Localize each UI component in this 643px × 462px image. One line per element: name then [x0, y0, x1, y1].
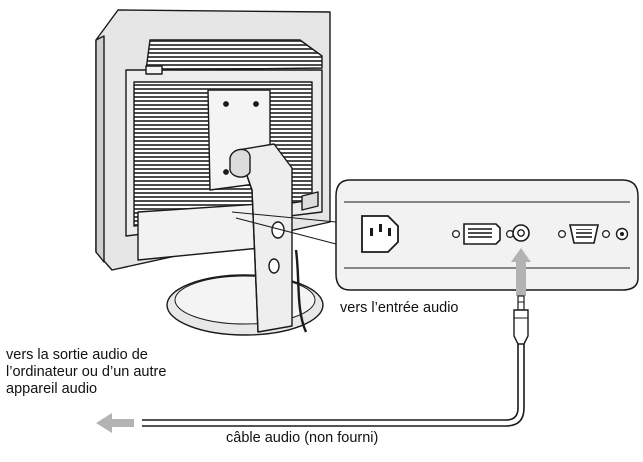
- stand-cable: [294, 249, 308, 333]
- connector-panel: [335, 179, 639, 291]
- audio-input-caption: vers l’entrée audio: [340, 300, 459, 316]
- label-plate: [145, 65, 163, 75]
- ac-power-inlet-icon: [361, 215, 399, 253]
- round-port-icon: [615, 227, 629, 241]
- callout-lines: [231, 211, 337, 245]
- audio-source-caption: vers la sortie audio de l’ordinateur ou …: [6, 347, 166, 398]
- top-vent: [145, 39, 323, 71]
- audio-source-line-3: appareil audio: [6, 381, 98, 397]
- audio-jack-icon: [512, 224, 530, 242]
- audio-source-line-2: l’ordinateur ou d’un autre: [6, 364, 167, 380]
- monitor-rear-view: [95, 9, 331, 336]
- dvi-port-icon: [452, 223, 515, 245]
- arrow-left-icon: [96, 413, 134, 433]
- arrow-up-icon: [511, 248, 531, 296]
- audio-cable: [142, 295, 529, 427]
- hd15-port-icon: [557, 224, 610, 244]
- connector-bay: [137, 203, 261, 261]
- audio-cable-caption: câble audio (non fourni): [226, 430, 379, 446]
- audio-source-line-1: vers la sortie audio de: [6, 347, 148, 363]
